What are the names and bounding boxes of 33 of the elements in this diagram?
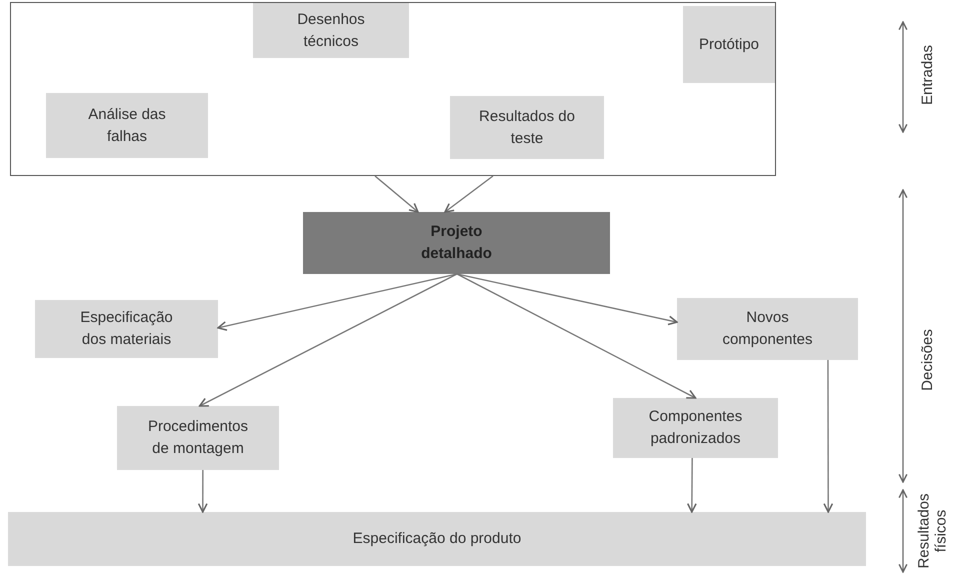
highlight-box <box>303 212 610 274</box>
box-text: Componentes padronizados <box>648 407 744 449</box>
process-box <box>253 3 409 58</box>
arrow <box>374 176 419 213</box>
box-text: Projeto detalhado <box>420 222 493 264</box>
box-text: Novos componentes <box>721 308 814 350</box>
side-label: Resultados físicos <box>916 492 950 571</box>
arrow <box>456 273 678 326</box>
process-box <box>117 406 279 470</box>
process-box <box>677 298 858 360</box>
box-text: Desenhos técnicos <box>296 10 366 52</box>
process-box <box>8 512 866 566</box>
box-text: Especificação do produto <box>352 529 522 550</box>
arrow <box>198 470 208 513</box>
arrow <box>198 273 458 407</box>
arrow <box>444 175 494 213</box>
process-box <box>35 300 218 358</box>
arrow <box>686 458 697 513</box>
arrow <box>217 273 458 331</box>
process-box <box>46 93 208 158</box>
process-box <box>450 96 604 159</box>
side-label: Decisões <box>920 328 936 393</box>
process-box <box>613 398 778 458</box>
box-text: Especificação dos materiais <box>79 308 174 350</box>
group-frame <box>10 2 776 176</box>
box-text: Resultados do teste <box>478 106 576 148</box>
box-text: Análise das falhas <box>87 104 167 146</box>
arrow <box>456 273 696 399</box>
box-text: Procedimentos de montagem <box>146 417 250 459</box>
side-label: Entradas <box>920 44 936 108</box>
process-box <box>683 6 775 83</box>
arrow <box>823 360 834 513</box>
box-text: Protótipo <box>698 34 760 55</box>
